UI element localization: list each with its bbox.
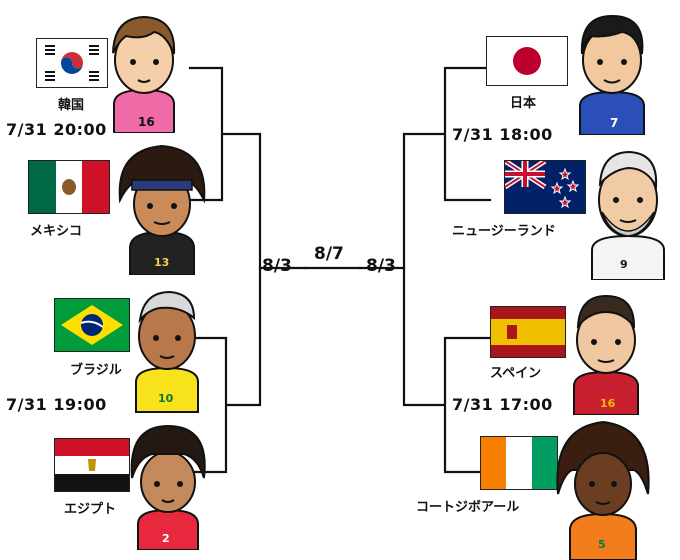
- flag-mexico: [28, 160, 110, 214]
- team-japan: 7 日本: [480, 0, 680, 135]
- svg-text:16: 16: [138, 115, 155, 129]
- svg-text:5: 5: [598, 538, 606, 551]
- flag-japan: [486, 36, 568, 86]
- flag-south-korea: [36, 38, 108, 88]
- team-south-korea: 16 韓国: [0, 0, 200, 133]
- svg-text:16: 16: [600, 397, 616, 410]
- bracket-line-left-bottom: [188, 266, 262, 474]
- team-new-zealand: 9 ニュージーランド: [440, 140, 680, 280]
- team-name-new-zealand: ニュージーランド: [452, 224, 556, 239]
- svg-text:13: 13: [154, 256, 169, 269]
- semifinal-right-date: 8/3: [366, 256, 396, 276]
- player-cote-divoire-avatar: 5: [556, 420, 650, 560]
- player-brazil-avatar: 10: [135, 290, 199, 413]
- player-japan-avatar: 7: [579, 14, 645, 135]
- team-mexico: 13 メキシコ: [0, 140, 220, 280]
- svg-text:9: 9: [620, 258, 628, 271]
- player-mexico-avatar: 13: [118, 144, 206, 275]
- bracket-line-left-top: [188, 66, 308, 270]
- player-spain-avatar: 16: [573, 294, 639, 415]
- kickoff-left-bottom: 7/31 19:00: [6, 395, 107, 414]
- bracket-line-right-bottom: [402, 266, 492, 474]
- player-egypt-avatar: 2: [130, 424, 206, 550]
- team-name-mexico: メキシコ: [30, 224, 83, 239]
- flag-spain: [490, 306, 566, 358]
- team-name-brazil: ブラジル: [70, 363, 122, 378]
- flag-cote-divoire: [480, 436, 558, 490]
- team-name-spain: スペイン: [490, 366, 542, 381]
- team-egypt: 2 エジプト: [0, 420, 220, 560]
- kickoff-right-bottom: 7/31 17:00: [452, 395, 553, 414]
- svg-text:7: 7: [610, 116, 618, 130]
- final-date: 8/7: [314, 244, 344, 264]
- bracket-line-right-top: [358, 66, 492, 270]
- flag-new-zealand: [504, 160, 586, 214]
- flag-egypt: [54, 438, 130, 492]
- player-new-zealand-avatar: 9: [591, 150, 665, 280]
- team-name-japan: 日本: [510, 96, 537, 111]
- team-spain: 16 スペイン: [480, 290, 680, 420]
- team-name-south-korea: 韓国: [58, 98, 85, 113]
- flag-brazil: [54, 298, 130, 352]
- svg-text:2: 2: [162, 532, 170, 545]
- team-name-cote-divoire: コートジボアール: [416, 500, 520, 515]
- team-brazil: 10 ブラジル: [0, 280, 220, 413]
- kickoff-left-top: 7/31 20:00: [6, 120, 107, 139]
- kickoff-right-top: 7/31 18:00: [452, 125, 553, 144]
- team-name-egypt: エジプト: [64, 502, 117, 517]
- team-cote-divoire: 5 コートジボアール: [400, 420, 680, 560]
- player-south-korea-avatar: 16: [112, 15, 176, 133]
- semifinal-left-date: 8/3: [262, 256, 292, 276]
- svg-text:10: 10: [158, 392, 174, 405]
